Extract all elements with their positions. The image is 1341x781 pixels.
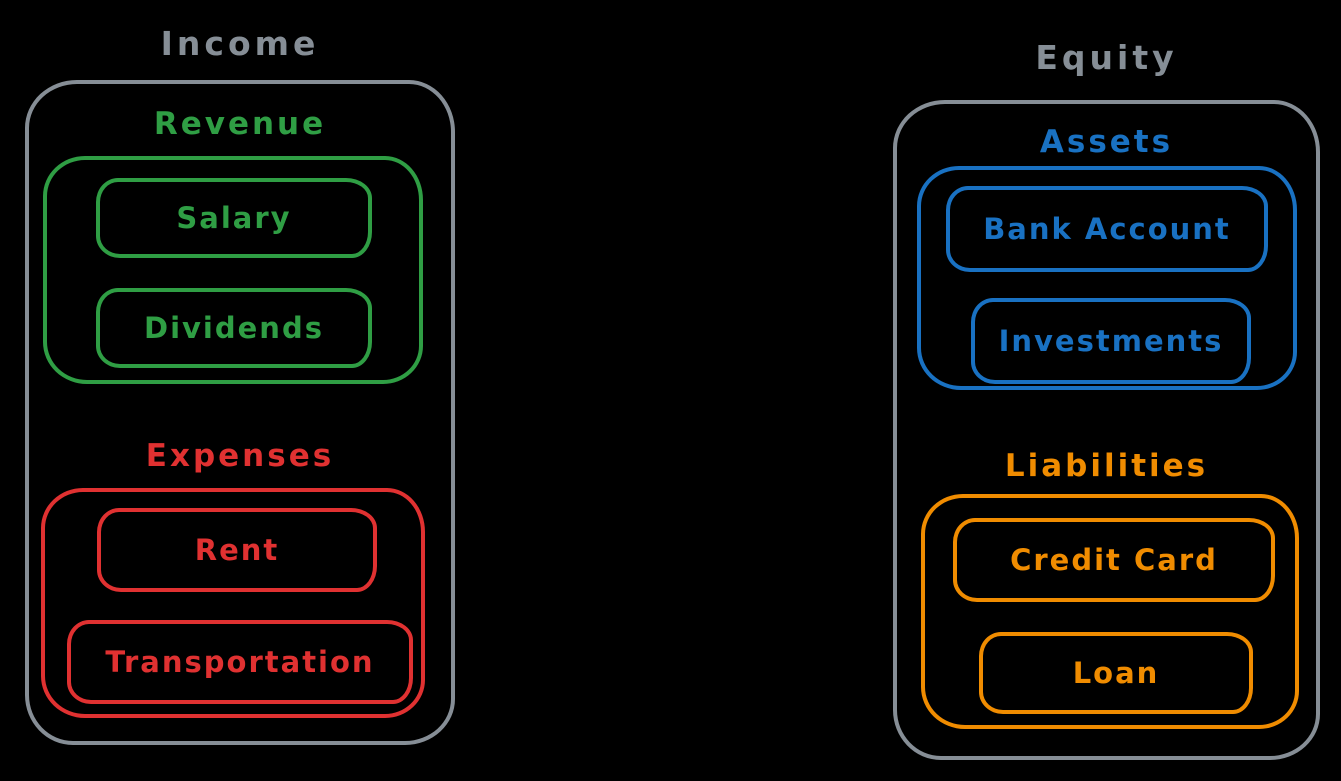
- item-rent-label: Rent: [194, 533, 280, 567]
- item-transportation-label: Transportation: [105, 645, 375, 679]
- item-investments-label: Investments: [998, 324, 1224, 358]
- item-transportation: Transportation: [67, 620, 413, 704]
- item-salary-label: Salary: [176, 201, 292, 235]
- item-loan-label: Loan: [1072, 656, 1160, 690]
- group-income-title: Income: [160, 24, 320, 63]
- item-credit-card: Credit Card: [953, 518, 1275, 602]
- item-dividends-label: Dividends: [144, 311, 324, 345]
- group-income-box: Revenue Salary Dividends Expenses Rent T…: [25, 80, 455, 745]
- section-revenue-box: Salary Dividends: [43, 156, 423, 384]
- section-assets-label: Assets: [1039, 124, 1174, 160]
- item-bank-account: Bank Account: [946, 186, 1268, 272]
- section-liabilities-label: Liabilities: [1004, 448, 1209, 484]
- group-equity: Equity Assets Bank Account Investments L…: [893, 38, 1320, 760]
- group-equity-box: Assets Bank Account Investments Liabilit…: [893, 100, 1320, 760]
- group-income: Income Revenue Salary Dividends Expenses…: [25, 24, 455, 747]
- item-rent: Rent: [97, 508, 377, 592]
- item-dividends: Dividends: [96, 288, 372, 368]
- item-salary: Salary: [96, 178, 372, 258]
- section-revenue-label: Revenue: [153, 106, 327, 142]
- item-investments: Investments: [971, 298, 1251, 384]
- item-credit-card-label: Credit Card: [1010, 543, 1218, 577]
- section-assets-box: Bank Account Investments: [917, 166, 1297, 390]
- item-loan: Loan: [979, 632, 1253, 714]
- group-equity-title: Equity: [1035, 38, 1178, 77]
- item-bank-account-label: Bank Account: [983, 212, 1231, 246]
- section-expenses-label: Expenses: [145, 438, 335, 474]
- section-liabilities-box: Credit Card Loan: [921, 494, 1299, 729]
- section-expenses-box: Rent Transportation: [41, 488, 425, 718]
